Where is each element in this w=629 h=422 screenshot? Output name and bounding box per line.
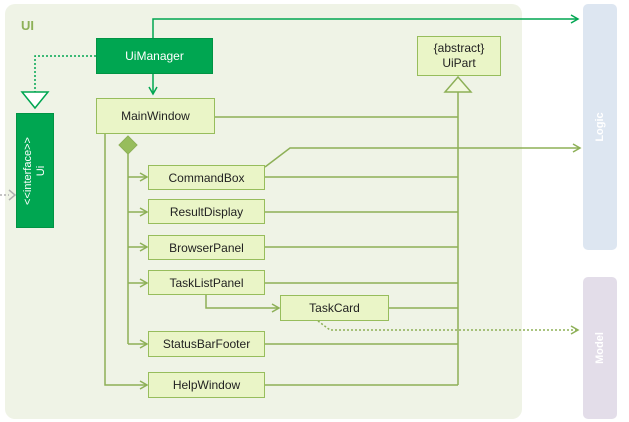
taskcard-to-model-line bbox=[317, 320, 580, 335]
uipart-stereotype: {abstract} bbox=[433, 41, 485, 55]
tasklistpanel-to-taskcard-line bbox=[205, 294, 281, 313]
mainwindow-to-helpwindow-line bbox=[104, 134, 149, 390]
logic-package: Logic bbox=[583, 4, 617, 250]
tasklistpanel-class: TaskListPanel bbox=[148, 270, 265, 295]
helpwindow-class: HelpWindow bbox=[148, 372, 265, 398]
uimanager-class: UiManager bbox=[96, 38, 213, 74]
ui-interface-realization-arrowhead bbox=[20, 91, 50, 110]
model-package: Model bbox=[583, 277, 617, 419]
ui-interface-stereotype: <<interface>> bbox=[22, 136, 34, 205]
uimanager-class-name: UiManager bbox=[125, 49, 184, 63]
ui-interface-label: <<interface>> Ui bbox=[22, 137, 48, 205]
commandbox-class-name: CommandBox bbox=[168, 170, 245, 185]
uimanager-to-logic-line bbox=[152, 14, 580, 38]
mainwindow-class: MainWindow bbox=[96, 98, 215, 134]
ui-interface-name: Ui bbox=[35, 165, 47, 176]
resultdisplay-class: ResultDisplay bbox=[148, 199, 265, 224]
uipart-class: {abstract} UiPart bbox=[417, 36, 501, 76]
uimanager-implements-ui-line bbox=[34, 55, 96, 92]
taskcard-class: TaskCard bbox=[280, 295, 389, 321]
statusbarfooter-class-name: StatusBarFooter bbox=[162, 337, 251, 351]
taskcard-class-name: TaskCard bbox=[309, 301, 360, 315]
mainwindow-class-name: MainWindow bbox=[121, 109, 190, 123]
helpwindow-class-name: HelpWindow bbox=[172, 378, 241, 392]
uipart-inheritance-arrowhead bbox=[443, 75, 473, 93]
external-dependency-arrowhead bbox=[8, 189, 17, 201]
uipart-class-name: UiPart bbox=[442, 56, 476, 70]
browserpanel-class-name: BrowserPanel bbox=[169, 240, 244, 255]
ui-interface-class: <<interface>> Ui bbox=[16, 113, 54, 228]
tasklistpanel-class-name: TaskListPanel bbox=[169, 275, 244, 290]
composition-diamond bbox=[118, 135, 138, 155]
statusbarfooter-class: StatusBarFooter bbox=[148, 331, 265, 357]
commandbox-class: CommandBox bbox=[148, 165, 265, 190]
browserpanel-class: BrowserPanel bbox=[148, 235, 265, 260]
resultdisplay-class-name: ResultDisplay bbox=[169, 204, 244, 219]
commandbox-to-logic-line bbox=[264, 143, 582, 168]
ui-package-label: UI bbox=[21, 18, 34, 33]
